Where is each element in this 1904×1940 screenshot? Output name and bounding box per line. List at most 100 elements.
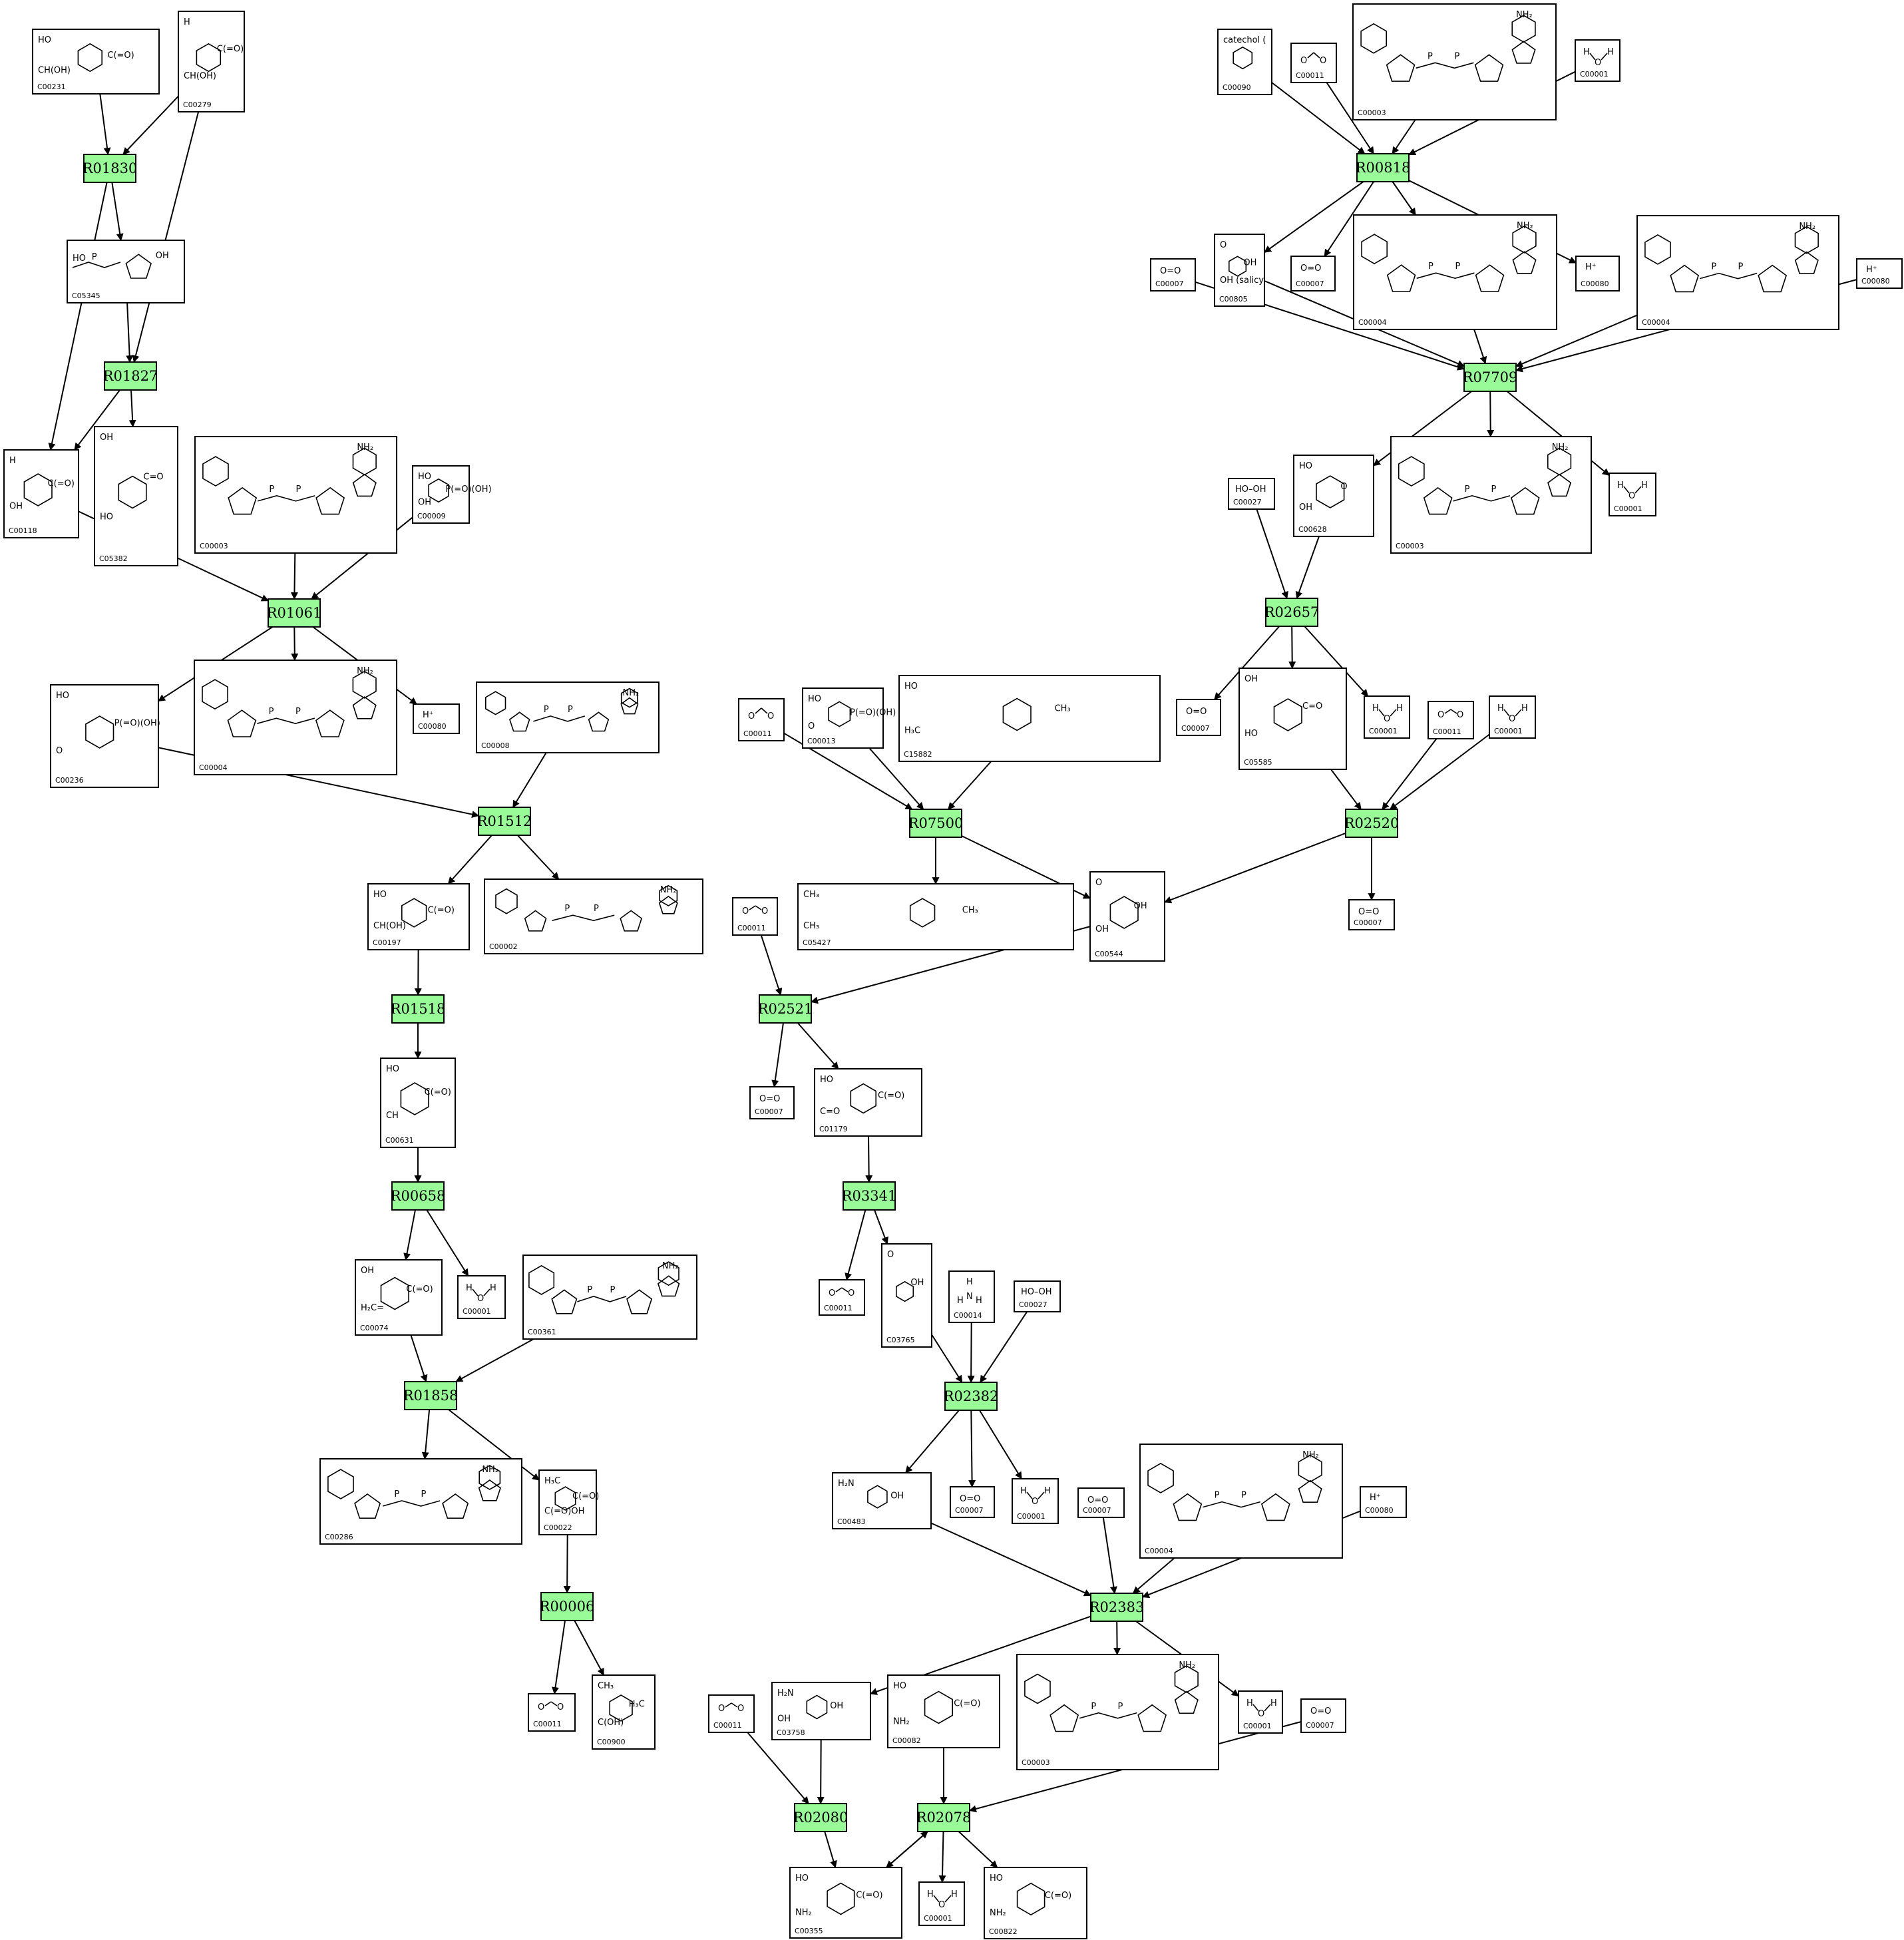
reaction-R02383[interactable]: R02383 (1089, 1593, 1145, 1622)
compound-label: C00007 (755, 1107, 783, 1116)
compound-structure: O=O (960, 1494, 980, 1504)
reaction-R00818[interactable]: R00818 (1356, 153, 1411, 182)
reaction-R00006[interactable]: R00006 (540, 1592, 595, 1621)
reaction-R01830[interactable]: R01830 (83, 154, 138, 183)
reaction-R02078[interactable]: R02078 (916, 1803, 972, 1832)
svg-text:C=O: C=O (1302, 701, 1322, 711)
reaction-R02080[interactable]: R02080 (793, 1803, 849, 1832)
svg-text:O: O (718, 1704, 725, 1714)
reaction-R03341[interactable]: R03341 (842, 1181, 897, 1211)
reaction-R07709[interactable]: R07709 (1463, 363, 1518, 392)
compound-c00074[interactable]: OHC(=O)H₂C=C00074 (355, 1259, 443, 1336)
compound-c00080b[interactable]: H⁺C00080 (1575, 256, 1620, 291)
reaction-R02382[interactable]: R02382 (944, 1382, 999, 1411)
compound-c00090[interactable]: catechol (C00090 (1217, 29, 1272, 95)
compound-box (1575, 39, 1620, 82)
compound-label: C00001 (924, 1914, 952, 1923)
compound-c00197[interactable]: HOC(=O)CH(OH)C00197 (367, 883, 470, 950)
compound-c00279[interactable]: HC(=O)CH(OH)C00279 (178, 11, 245, 112)
reaction-R02521[interactable]: R02521 (758, 994, 813, 1024)
compound-c00231[interactable]: HOC(=O)CH(OH)C00231 (32, 29, 160, 95)
reaction-R00658[interactable]: R00658 (391, 1181, 446, 1211)
reaction-R01061[interactable]: R01061 (267, 598, 322, 628)
reaction-R01858[interactable]: R01858 (403, 1381, 459, 1410)
compound-c00080a[interactable]: H⁺C00080 (413, 703, 460, 734)
reaction-R02657[interactable]: R02657 (1264, 598, 1320, 627)
reaction-R01827[interactable]: R01827 (103, 361, 158, 391)
svg-text:OH: OH (777, 1714, 791, 1724)
compound-label: C00483 (837, 1517, 866, 1526)
svg-text:OH: OH (830, 1701, 843, 1711)
reaction-R07500[interactable]: R07500 (908, 809, 964, 838)
reaction-R02520[interactable]: R02520 (1344, 809, 1400, 838)
compound-c00080d[interactable]: H⁺C00080 (1360, 1486, 1407, 1518)
compound-structure: HOC(=O)CH(OH) (373, 890, 455, 931)
compound-box (1016, 1654, 1219, 1770)
compound-label: C00011 (824, 1304, 853, 1312)
reaction-R01518[interactable]: R01518 (391, 994, 446, 1024)
reaction-R01512[interactable]: R01512 (477, 807, 532, 836)
compound-c00080c[interactable]: H⁺C00080 (1856, 258, 1903, 289)
